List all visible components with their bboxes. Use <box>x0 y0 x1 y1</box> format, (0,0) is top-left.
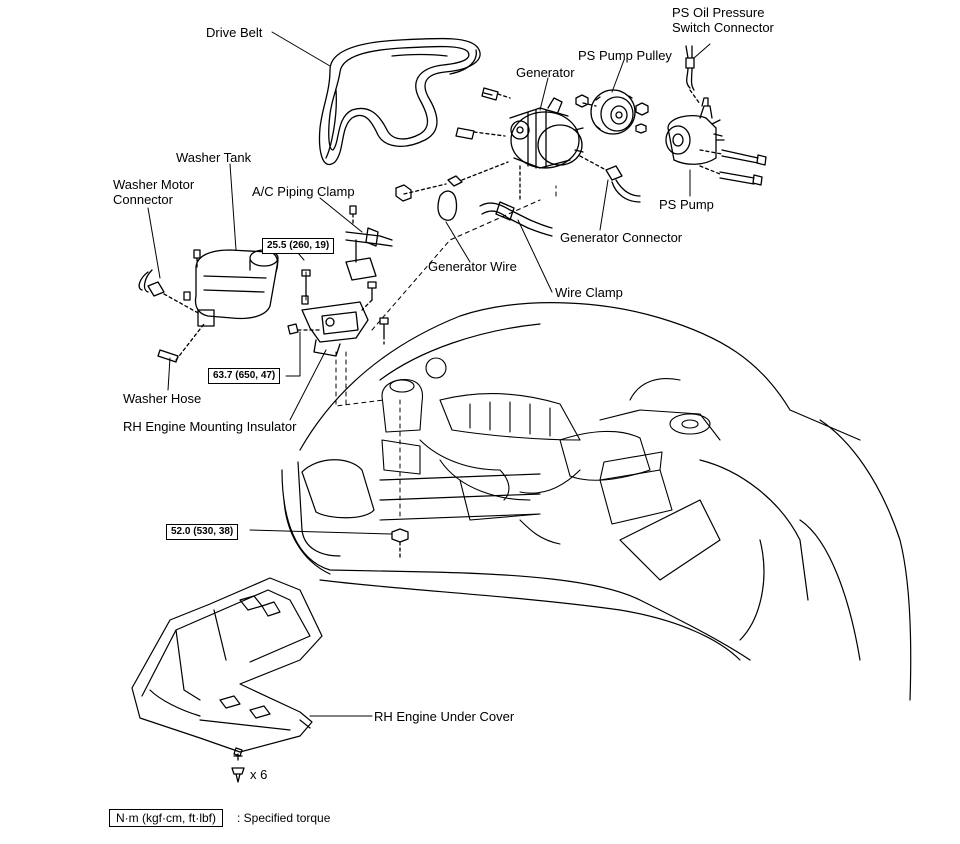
ps-pump-drawing <box>665 97 767 186</box>
label-generator-wire: Generator Wire <box>428 259 517 274</box>
washer-hose-drawing <box>157 323 205 363</box>
label-generator: Generator <box>516 65 575 80</box>
label-drive-belt: Drive Belt <box>206 25 263 40</box>
label-generator-connector: Generator Connector <box>560 230 683 245</box>
washer-motor-connector-drawing <box>138 269 201 315</box>
rh-engine-under-cover-drawing <box>131 577 323 757</box>
generator-bolts <box>455 87 511 140</box>
generator-connector-drawing <box>579 155 641 203</box>
label-wire-clamp: Wire Clamp <box>555 285 623 300</box>
mount-nut-drawing <box>391 528 409 561</box>
legend-description: : Specified torque <box>237 811 331 825</box>
car-body-drawing <box>281 302 912 701</box>
label-washer-motor-connector: Washer Motor Connector <box>113 177 195 207</box>
label-washer-tank: Washer Tank <box>176 150 252 165</box>
label-ps-pump-pulley: PS Pump Pulley <box>578 48 672 63</box>
assembly-guide-lines <box>305 185 557 521</box>
torque-value-mount-nut: 52.0 (530, 38) <box>166 524 239 540</box>
label-ps-pump: PS Pump <box>659 197 714 212</box>
rh-engine-mounting-insulator-drawing <box>287 269 389 357</box>
leader-lines <box>147 31 711 717</box>
torque-value-ac-clamp-bolt: 25.5 (260, 19) <box>262 238 335 254</box>
drive-belt-drawing <box>318 37 481 165</box>
generator-wire-drawing <box>395 161 509 221</box>
torque-value-insulator-bolt: 63.7 (650, 47) <box>208 368 281 384</box>
label-rh-engine-under-cover: RH Engine Under Cover <box>374 709 515 724</box>
label-ac-piping-clamp: A/C Piping Clamp <box>252 184 355 199</box>
ac-piping-clamp-drawing <box>345 205 393 281</box>
ps-oil-pressure-switch-connector-drawing <box>685 45 701 105</box>
label-rh-engine-mounting-insulator: RH Engine Mounting Insulator <box>123 419 297 434</box>
ps-pump-pulley-drawing <box>575 89 649 135</box>
generator-drawing <box>509 97 584 169</box>
clip-count: x 6 <box>250 767 268 782</box>
legend-torque-unit-box: N·m (kgf·cm, ft·lbf) <box>109 809 223 827</box>
label-ps-oil-pressure-switch-connector: PS Oil Pressure Switch Connector <box>672 5 774 35</box>
label-washer-hose: Washer Hose <box>123 391 202 406</box>
wire-clamp-drawing <box>479 165 553 237</box>
engine-components-drawing <box>379 357 721 545</box>
clip-icon <box>231 753 245 783</box>
washer-tank-drawing <box>183 249 279 327</box>
